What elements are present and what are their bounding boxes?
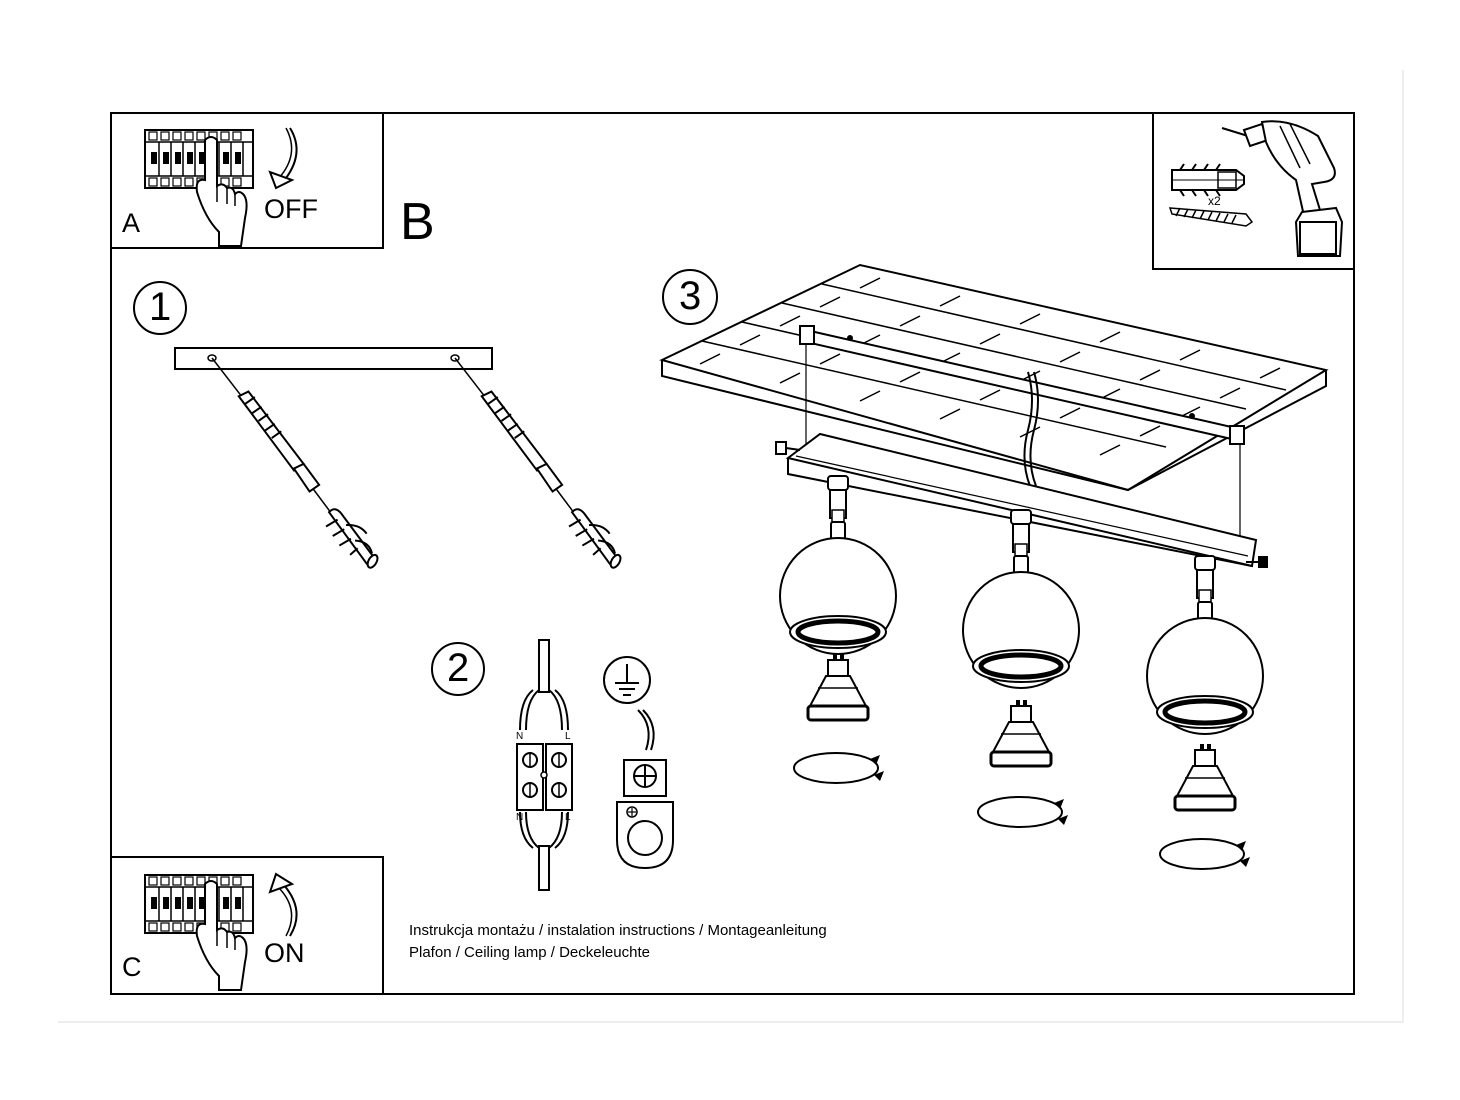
arrow-down-icon: [268, 127, 298, 190]
panel-c: [110, 856, 384, 995]
mounting-bracket: [174, 347, 493, 370]
panel-a: [110, 112, 384, 249]
drill-icon: [1221, 120, 1344, 257]
spotlight-icon: [963, 510, 1079, 688]
screw-icon: [1168, 207, 1254, 227]
wire-neutral-bottom: N: [516, 812, 524, 823]
circuit-breaker-icon: [144, 129, 254, 189]
wire-live-bottom: L: [565, 812, 571, 823]
gu10-bulb-icon: [989, 698, 1053, 768]
ceiling-plate: [659, 263, 1329, 556]
retaining-ring-icon: [977, 796, 1069, 828]
step-2-badge: [431, 642, 485, 696]
step-3-badge: [662, 269, 718, 325]
spotlight-icon: [1147, 556, 1263, 734]
retaining-ring-icon: [1159, 838, 1251, 870]
wire-neutral-top: N: [516, 731, 524, 742]
caption-line-1: Instrukcja montażu / instalation instruc…: [409, 922, 827, 939]
panel-b-letter: B: [400, 193, 435, 251]
wall-plug-icon: [1171, 163, 1245, 197]
panel-c-letter: C: [122, 952, 142, 982]
step-2-number: 2: [447, 646, 470, 690]
step-3-number: 3: [679, 274, 702, 318]
tools-panel: [1152, 112, 1355, 270]
ground-symbol-icon: [603, 656, 651, 704]
screw-anchor-right: [454, 346, 625, 581]
fixing-screw-right: [1246, 556, 1268, 568]
terminal-block-icon: [516, 639, 573, 891]
lamp-rail: [775, 432, 1268, 568]
step-1-number: 1: [149, 285, 172, 329]
retaining-ring-icon: [793, 752, 885, 784]
gu10-bulb-icon: [806, 652, 870, 722]
step-2-diagram: [431, 639, 674, 891]
step-1-badge: [133, 281, 187, 335]
panel-a-letter: A: [122, 208, 141, 238]
on-label: ON: [264, 938, 305, 968]
wire-live-top: L: [565, 731, 571, 742]
screw-anchor-left: [211, 346, 382, 581]
caption-line-2: Plafon / Ceiling lamp / Deckeleuchte: [409, 944, 650, 961]
off-label: OFF: [264, 194, 318, 224]
main-frame: [110, 112, 1355, 995]
step-3-diagram: [659, 263, 1329, 870]
ground-terminal-icon: [616, 709, 674, 870]
spotlight-icon: [780, 476, 896, 654]
fixing-screw-left: [775, 441, 801, 455]
anchor-quantity: x2: [1208, 194, 1221, 208]
arrow-up-icon: [268, 872, 298, 937]
gu10-bulb-icon: [1173, 742, 1237, 812]
step-1-diagram: [133, 281, 625, 581]
